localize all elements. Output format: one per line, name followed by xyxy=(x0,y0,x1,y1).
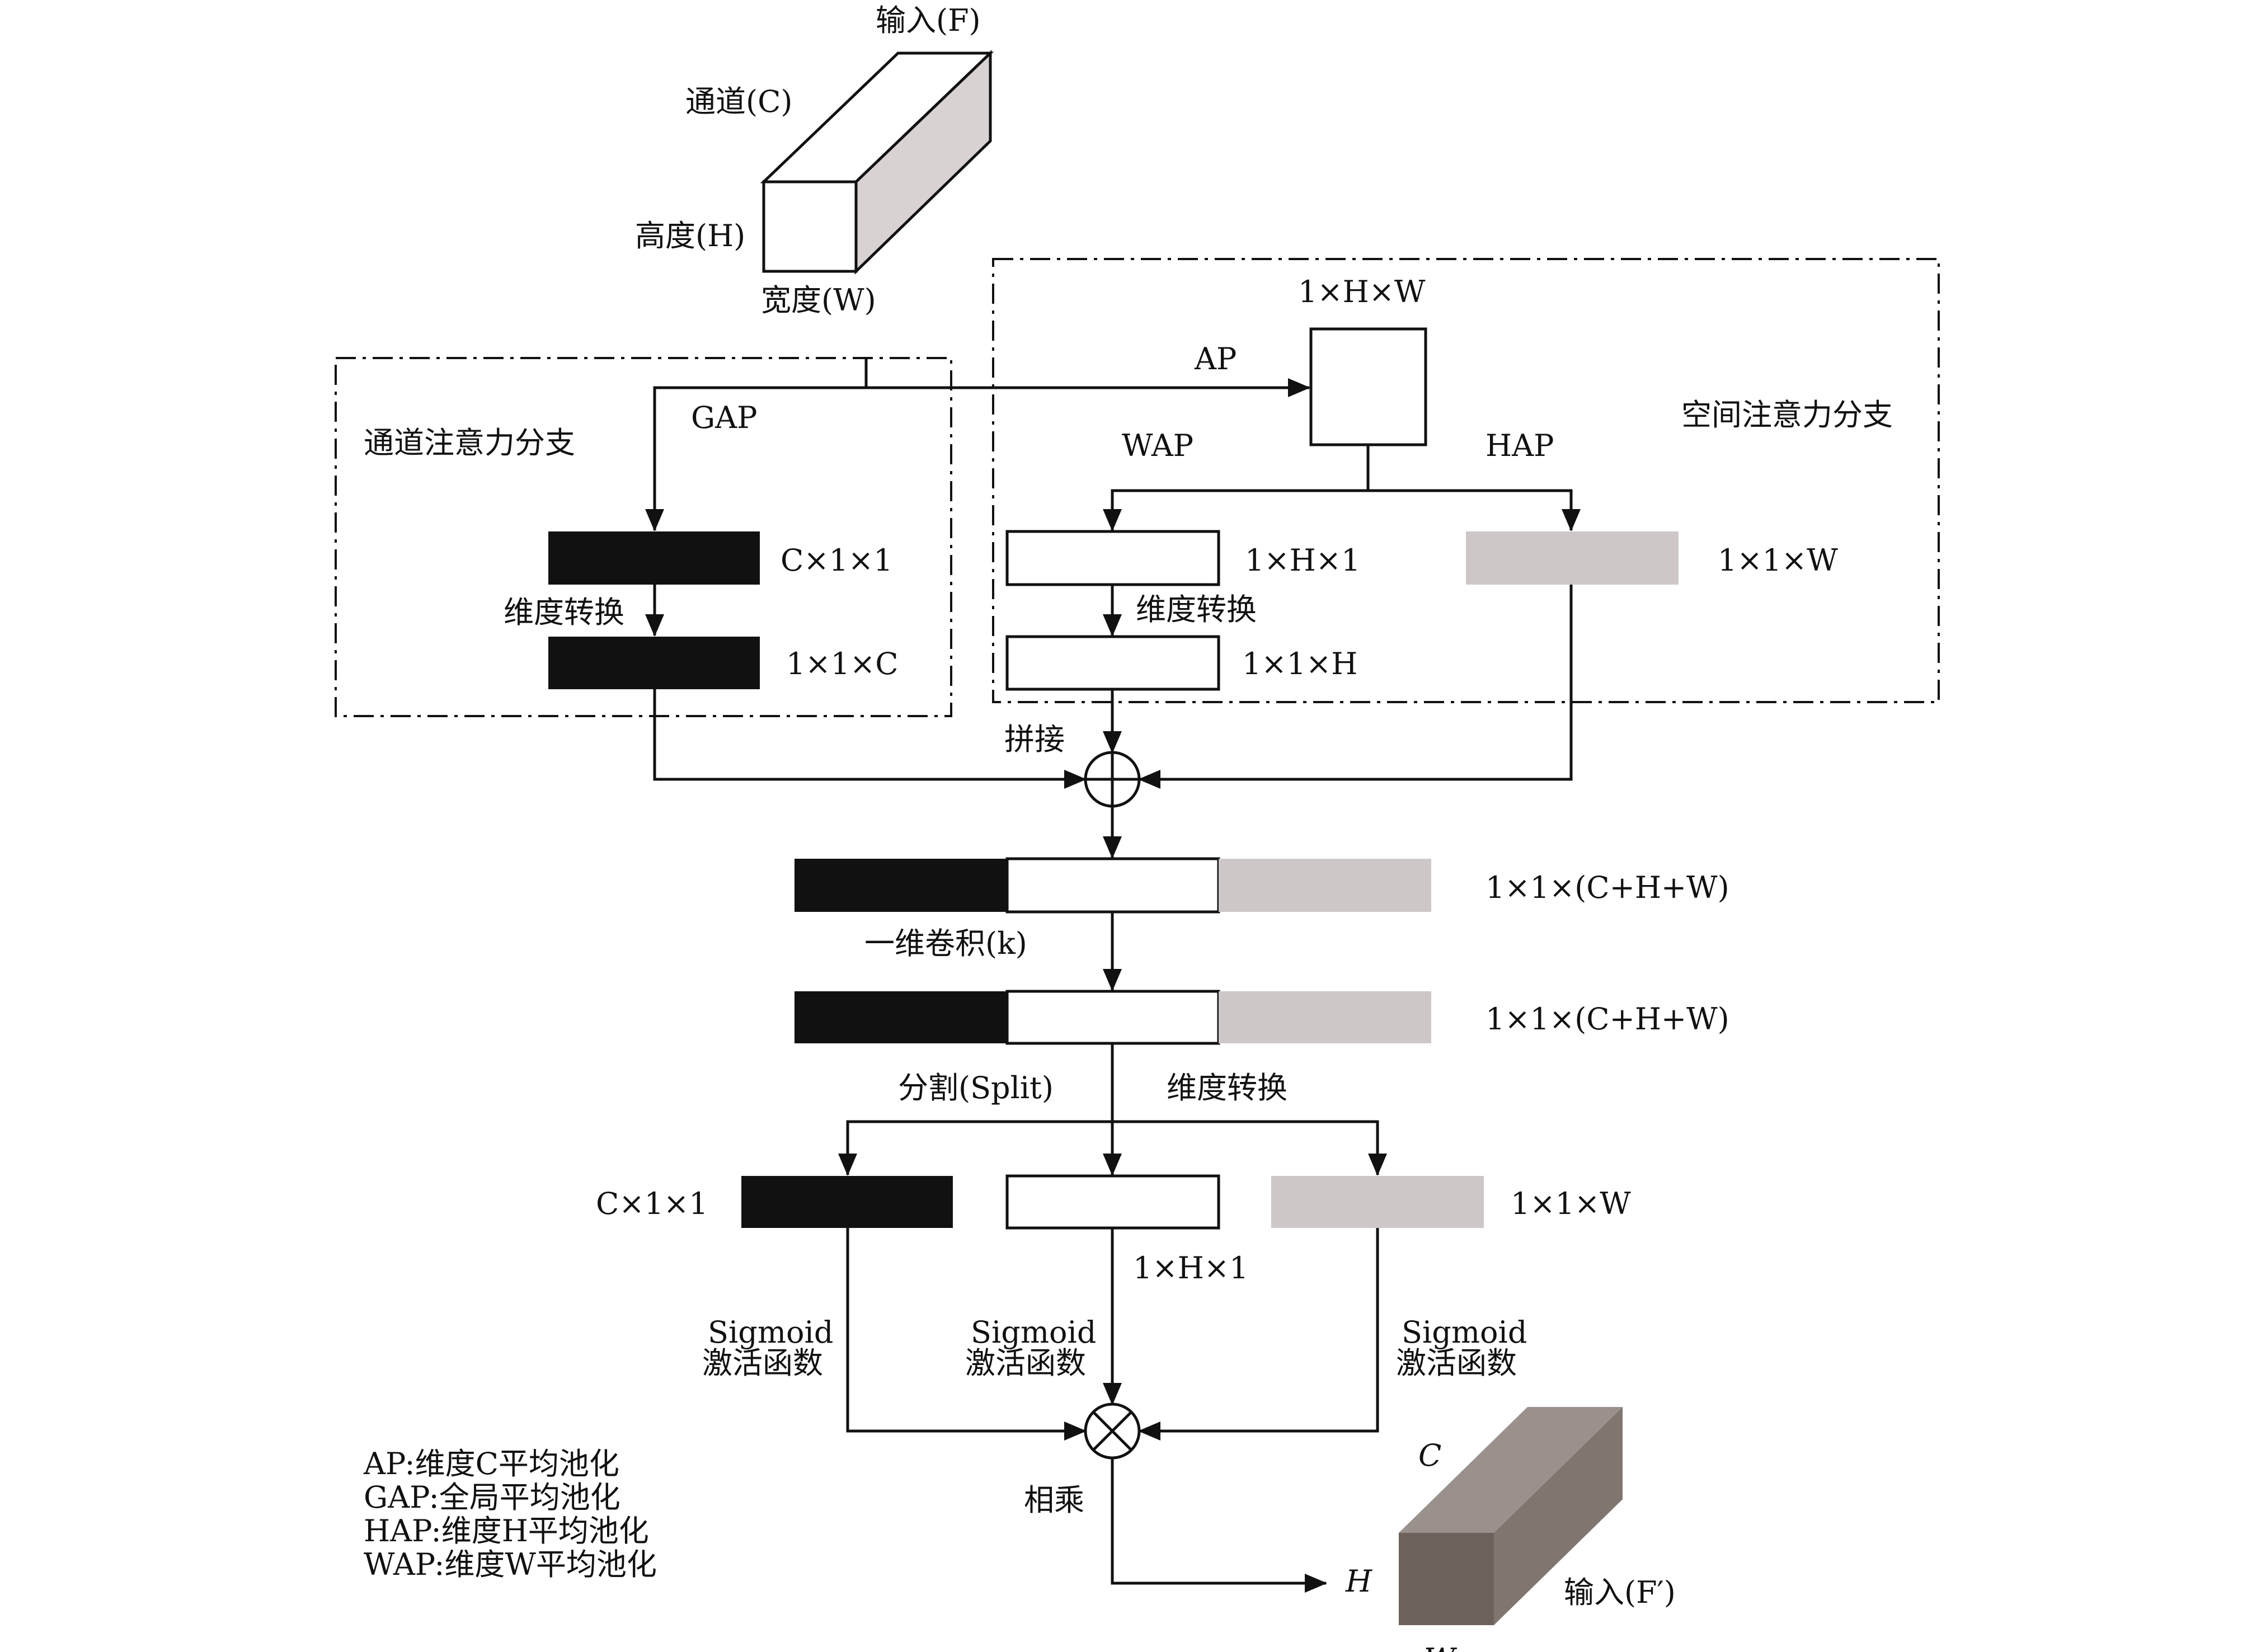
output-c-label: C xyxy=(1418,1438,1441,1473)
channel-branch-box xyxy=(335,357,952,717)
legend-gap: GAP:全局平均池化 xyxy=(364,1480,620,1515)
out-h-shape-label: 1×H×1 xyxy=(1133,1250,1248,1286)
hap-label: HAP xyxy=(1486,428,1554,463)
legend-wap: WAP:维度W平均池化 xyxy=(364,1547,657,1582)
input-height-label: 高度(H) xyxy=(635,218,745,253)
multiply-operator-icon xyxy=(1084,1402,1141,1460)
sigmoid-right-line2: 激活函数 xyxy=(1396,1345,1517,1381)
output-cube xyxy=(1399,1407,1623,1625)
h-bar-11h xyxy=(1005,635,1220,691)
spatial-branch-box xyxy=(992,258,1940,703)
input-width-label: 宽度(W) xyxy=(761,283,876,318)
channel-branch-title: 通道注意力分支 xyxy=(364,425,575,460)
connections xyxy=(645,358,1581,1593)
output-cube-top xyxy=(1399,1407,1623,1533)
sigmoid-left-line2: 激活函数 xyxy=(702,1345,823,1381)
ap-square xyxy=(1309,327,1427,446)
channel-shape1-label: C×1×1 xyxy=(781,543,893,578)
sigmoid-mid-line1: Sigmoid xyxy=(971,1315,1096,1350)
output-cube-front xyxy=(1399,1533,1494,1625)
sigmoid-left-line1: Sigmoid xyxy=(708,1315,833,1350)
split-label: 分割(Split) xyxy=(898,1070,1054,1105)
h-bar-1h1 xyxy=(1005,530,1220,586)
legend-ap: AP:维度C平均池化 xyxy=(363,1446,619,1481)
combined-bar xyxy=(795,857,1431,914)
conv-label: 一维卷积(k) xyxy=(864,926,1027,961)
input-cube xyxy=(760,50,994,275)
gap-label: GAP xyxy=(691,400,757,435)
conv-output-bar xyxy=(795,990,1431,1045)
spatial-reshape-label: 维度转换 xyxy=(1136,592,1257,627)
output-cube-side xyxy=(1494,1407,1623,1625)
output-w-label: W xyxy=(1424,1642,1458,1652)
out-bar-w xyxy=(1271,1176,1484,1228)
h-shape-label: 1×H×1 xyxy=(1245,543,1360,578)
ap-shape-label: 1×H×W xyxy=(1298,274,1426,309)
concat-label: 拼接 xyxy=(1004,722,1065,757)
w-bar-11w xyxy=(1466,531,1679,585)
ap-label: AP xyxy=(1194,341,1237,376)
sigmoid-mid-line2: 激活函数 xyxy=(965,1345,1086,1381)
out-c-shape-label: C×1×1 xyxy=(596,1186,708,1221)
output-h-label: H xyxy=(1345,1564,1372,1599)
concat-operator-icon xyxy=(1084,751,1141,808)
h-shape2-label: 1×1×H xyxy=(1242,646,1357,681)
concat-shape-label: 1×1×(C+H+W) xyxy=(1486,870,1729,905)
w-shape-label: 1×1×W xyxy=(1718,543,1838,578)
out-bar-h xyxy=(1005,1174,1220,1230)
channel-bar-11c xyxy=(548,637,760,689)
out-bar-c xyxy=(741,1176,953,1228)
input-channel-label: 通道(C) xyxy=(685,84,792,119)
channel-shape2-label: 1×1×C xyxy=(786,646,899,681)
conv-shape-label: 1×1×(C+H+W) xyxy=(1486,1001,1729,1037)
channel-bar-c11 xyxy=(548,531,760,585)
channel-reshape-label: 维度转换 xyxy=(504,595,624,630)
wap-label: WAP xyxy=(1122,428,1193,463)
legend-hap: HAP:维度H平均池化 xyxy=(364,1513,649,1549)
input-title: 输入(F) xyxy=(876,3,981,38)
multiply-label: 相乘 xyxy=(1024,1482,1084,1518)
out-w-shape-label: 1×1×W xyxy=(1511,1186,1631,1221)
output-title: 输入(F′) xyxy=(1564,1575,1676,1610)
input-cube-front xyxy=(762,180,858,273)
legend: AP:维度C平均池化 GAP:全局平均池化 HAP:维度H平均池化 WAP:维度… xyxy=(363,1446,657,1582)
sigmoid-right-line1: Sigmoid xyxy=(1402,1315,1527,1350)
split-reshape-label: 维度转换 xyxy=(1167,1070,1287,1105)
spatial-branch-title: 空间注意力分支 xyxy=(1681,397,1893,432)
